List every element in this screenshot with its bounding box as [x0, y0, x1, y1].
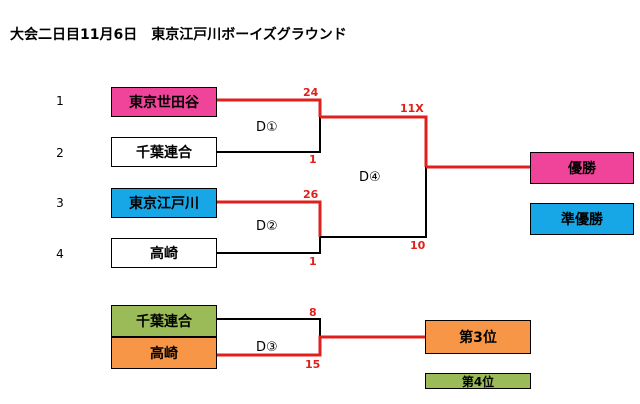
- team-box-takasaki-d3: 高崎: [111, 337, 217, 369]
- seed-3: 3: [56, 196, 64, 210]
- match-label-d4: D④: [359, 170, 381, 185]
- page-title: 大会二日目11月6日 東京江戸川ボーイズグラウンド: [10, 27, 347, 43]
- match-label-d1: D①: [256, 120, 278, 135]
- match-label-d2: D②: [256, 219, 278, 234]
- score-d4-top: 11X: [400, 102, 424, 115]
- champion-box: 優勝: [530, 152, 634, 184]
- d3-loser-line: [217, 318, 321, 337]
- fourth-place-box: 第4位: [425, 373, 531, 389]
- seed-2: 2: [56, 146, 64, 160]
- d1-winner-line: [217, 98, 322, 117]
- d4-loser-line: [320, 167, 427, 238]
- score-d1-top: 24: [303, 86, 319, 99]
- d2-winner-line: [217, 200, 322, 237]
- team-box-takasaki: 高崎: [111, 238, 217, 268]
- seed-4: 4: [56, 247, 64, 261]
- team-box-chiba-rengo: 千葉連合: [111, 137, 217, 167]
- team-box-tokyo-edogawa: 東京江戸川: [111, 188, 217, 218]
- score-d2-bottom: 1: [309, 255, 317, 268]
- team-box-tokyo-setagaya: 東京世田谷: [111, 87, 217, 117]
- score-d3-bottom: 15: [305, 358, 321, 371]
- score-d1-bottom: 1: [309, 153, 317, 166]
- third-place-box: 第3位: [425, 320, 531, 354]
- d2-loser-line: [217, 237, 321, 254]
- score-d4-bottom: 10: [410, 239, 426, 252]
- match-label-d3: D③: [256, 340, 278, 355]
- team-box-chiba-rengo-d3: 千葉連合: [111, 305, 217, 337]
- score-d2-top: 26: [303, 188, 319, 201]
- d3-winner-line: [217, 335, 425, 357]
- d4-winner-line: [320, 115, 428, 167]
- d1-loser-line: [217, 117, 321, 153]
- score-d3-top: 8: [309, 306, 317, 319]
- seed-1: 1: [56, 94, 64, 108]
- runner-up-box: 準優勝: [530, 203, 634, 235]
